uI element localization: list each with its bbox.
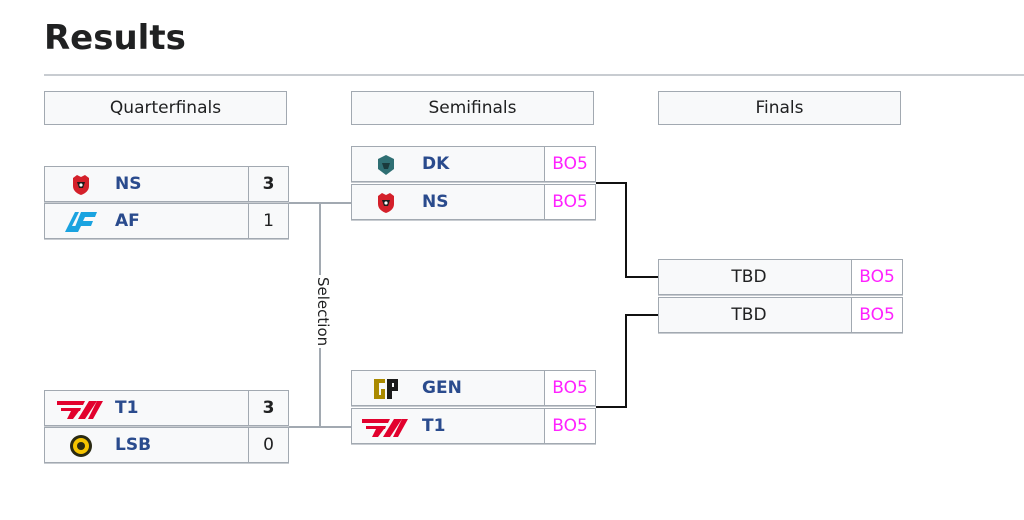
- match-format: BO5: [851, 297, 903, 333]
- qf1-team1-row: NS 3: [44, 166, 289, 202]
- qf2-team2-row: LSB 0: [44, 427, 289, 463]
- connector-line: [596, 182, 627, 184]
- connector-line: [625, 314, 658, 316]
- connector-line: [625, 276, 658, 278]
- team-link[interactable]: NS: [115, 174, 142, 194]
- title-divider: [44, 74, 1024, 76]
- ns-logo-icon: [366, 191, 406, 215]
- connector-line: [289, 202, 320, 204]
- connector-line: [289, 426, 320, 428]
- final-team1-row: TBD BO5: [658, 259, 903, 295]
- connector-line: [625, 182, 627, 278]
- match-format: BO5: [544, 146, 596, 182]
- round-header-quarterfinals: Quarterfinals: [44, 91, 287, 125]
- af-logo-icon: [61, 210, 101, 234]
- team-link[interactable]: LSB: [115, 435, 152, 455]
- selection-label: Selection: [314, 275, 332, 349]
- team-link[interactable]: T1: [422, 416, 446, 436]
- match-format: BO5: [544, 408, 596, 444]
- team-score: 0: [248, 427, 289, 463]
- sf2-team2-row: T1 BO5: [351, 408, 596, 444]
- round-header-semifinals: Semifinals: [351, 91, 594, 125]
- team-link[interactable]: NS: [422, 192, 449, 212]
- team-score: 3: [248, 166, 289, 202]
- sf2-team1-row: GEN BO5: [351, 370, 596, 406]
- connector-line: [320, 426, 351, 428]
- ns-logo-icon: [61, 173, 101, 197]
- t1-logo-icon: [55, 397, 105, 421]
- connector-line: [596, 406, 627, 408]
- team-score: 3: [248, 390, 289, 426]
- final-team2-row: TBD BO5: [658, 297, 903, 333]
- match-format: BO5: [851, 259, 903, 295]
- page-title: Results: [44, 18, 186, 58]
- qf2-team1-row: T1 3: [44, 390, 289, 426]
- team-link[interactable]: GEN: [422, 378, 462, 398]
- lsb-logo-icon: [61, 434, 101, 458]
- t1-logo-icon: [360, 415, 410, 439]
- team-placeholder: TBD: [731, 305, 767, 325]
- dk-logo-icon: [366, 153, 406, 177]
- match-format: BO5: [544, 184, 596, 220]
- sf1-team2-row: NS BO5: [351, 184, 596, 220]
- team-placeholder: TBD: [731, 267, 767, 287]
- round-header-finals: Finals: [658, 91, 901, 125]
- connector-line: [625, 314, 627, 408]
- gen-logo-icon: [366, 377, 406, 401]
- team-link[interactable]: T1: [115, 398, 139, 418]
- qf1-team2-row: AF 1: [44, 203, 289, 239]
- team-score: 1: [248, 203, 289, 239]
- sf1-team1-row: DK BO5: [351, 146, 596, 182]
- match-format: BO5: [544, 370, 596, 406]
- team-link[interactable]: DK: [422, 154, 450, 174]
- team-link[interactable]: AF: [115, 211, 140, 231]
- connector-line: [320, 202, 351, 204]
